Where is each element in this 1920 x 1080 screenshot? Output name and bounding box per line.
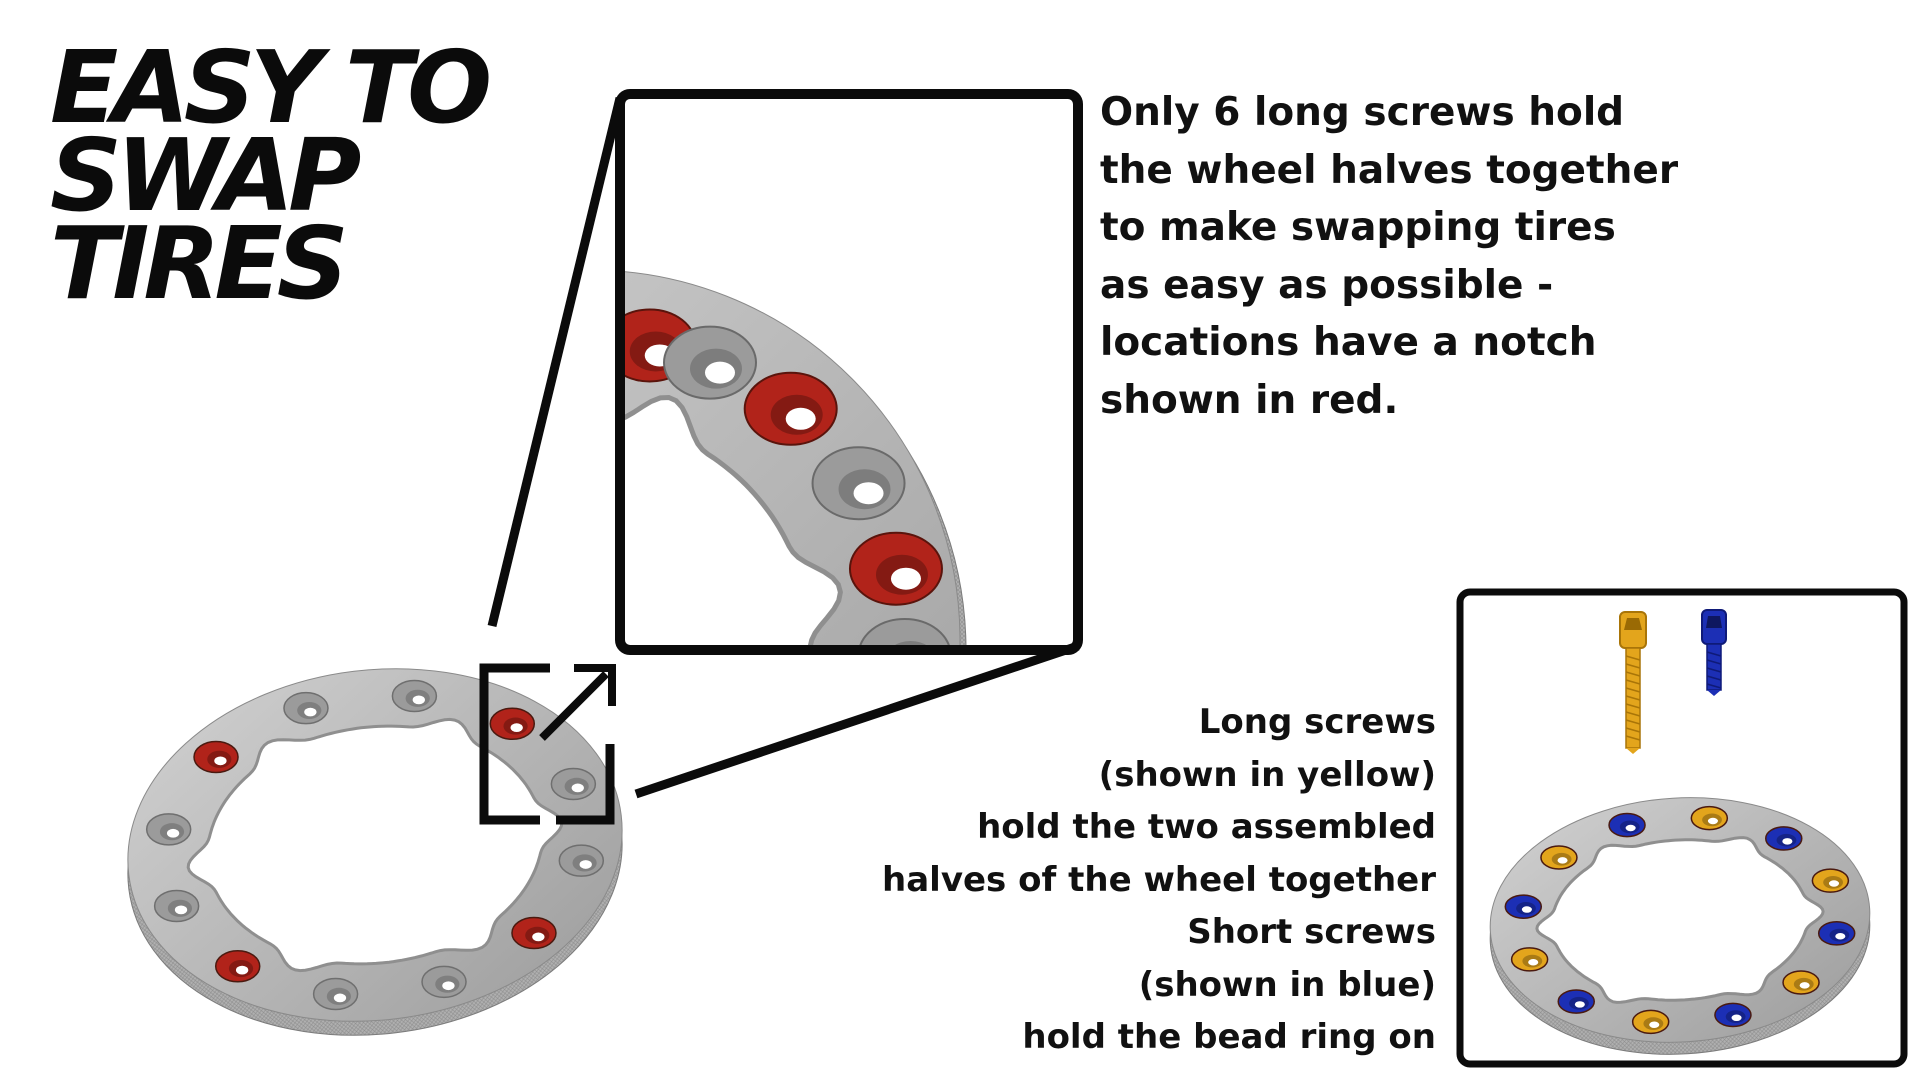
legend-line: Long screws [1198,702,1436,742]
headline: EASY TO SWAP TIRES [50,29,492,322]
legend-line: (shown in blue) [1138,964,1436,1005]
description-line: the wheel halves together [1100,147,1679,193]
description-text: Only 6 long screws hold the wheel halves… [1100,84,1678,429]
screw-legend: Long screws (shown in yellow) hold the t… [882,696,1436,1064]
legend-line: hold the bead ring on [1022,1017,1436,1057]
description-line: as easy as possible - [1100,262,1554,308]
screw-icon [1701,609,1727,696]
zoom-connector-line [634,641,1080,799]
legend-line: hold the two assembled [977,807,1436,847]
legend-line: halves of the wheel together [882,859,1436,900]
zoom-selection-frame [479,663,615,825]
description-line: to make swapping tires [1100,205,1616,250]
zoomed-ring-segment [620,270,967,646]
description-line: Only 6 long screws hold [1100,90,1625,135]
zoom-detail-panel [615,89,1083,655]
description-line: locations have a notch [1100,320,1597,365]
expand-arrow-icon [539,664,616,741]
legend-line: (shown in yellow) [1098,754,1436,795]
legend-line: Short screws [1187,912,1436,952]
headline-line: SWAP [50,117,361,234]
small-wheel-ring [1489,797,1871,1055]
wheel-ring [127,668,623,1036]
headline-line: TIRES [50,205,349,322]
screw-icon [1619,611,1647,754]
screw-legend-panel [1456,588,1908,1068]
headline-line: EASY TO [50,29,492,146]
description-line: shown in red. [1100,377,1399,423]
zoom-connector-line [487,96,625,628]
